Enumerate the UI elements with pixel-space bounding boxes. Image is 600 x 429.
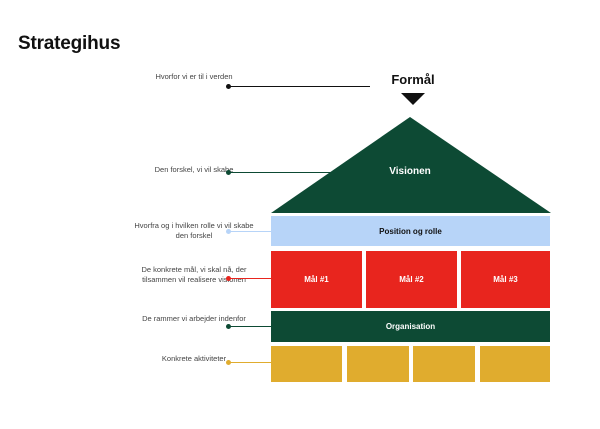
label-position: Hvorfra og i hvilken rolle vi vil skabe … [134,221,254,240]
connector-line-organisation [229,326,271,327]
goal-box-3: Mål #3 [461,251,550,308]
page-title: Strategihus [18,33,121,54]
connector-dot-purpose [226,84,231,89]
connector-dot-organisation [226,324,231,329]
label-vision: Den forskel, vi vil skabe [154,165,234,174]
vision-roof-shape [271,117,551,213]
purpose-arrow-icon [401,93,425,105]
vision-roof [271,117,551,213]
connector-line-activities [229,362,271,363]
activity-box [480,346,550,382]
purpose-heading: Formål [391,72,435,87]
connector-dot-vision [226,170,231,175]
connector-line-goals [229,278,271,279]
connector-line-vision [229,172,339,173]
activity-box [347,346,409,382]
vision-label: Visionen [389,166,431,177]
connector-line-position [229,231,271,232]
activity-box [413,346,475,382]
label-activities: Konkrete aktiviteter [161,354,227,363]
connector-line-purpose [229,86,370,87]
label-organisation: De rammer vi arbejder indenfor [142,314,246,323]
label-goals: De konkrete mål, vi skal nå, der tilsamm… [141,265,247,284]
organisation-band: Organisation [271,311,550,342]
connector-dot-goals [226,276,231,281]
label-purpose: Hvorfor vi er til i verden [155,72,233,81]
activity-box [271,346,342,382]
connector-dot-position [226,229,231,234]
connector-dot-activities [226,360,231,365]
position-band: Position og rolle [271,216,550,246]
goal-box-2: Mål #2 [366,251,457,308]
goal-box-1: Mål #1 [271,251,362,308]
